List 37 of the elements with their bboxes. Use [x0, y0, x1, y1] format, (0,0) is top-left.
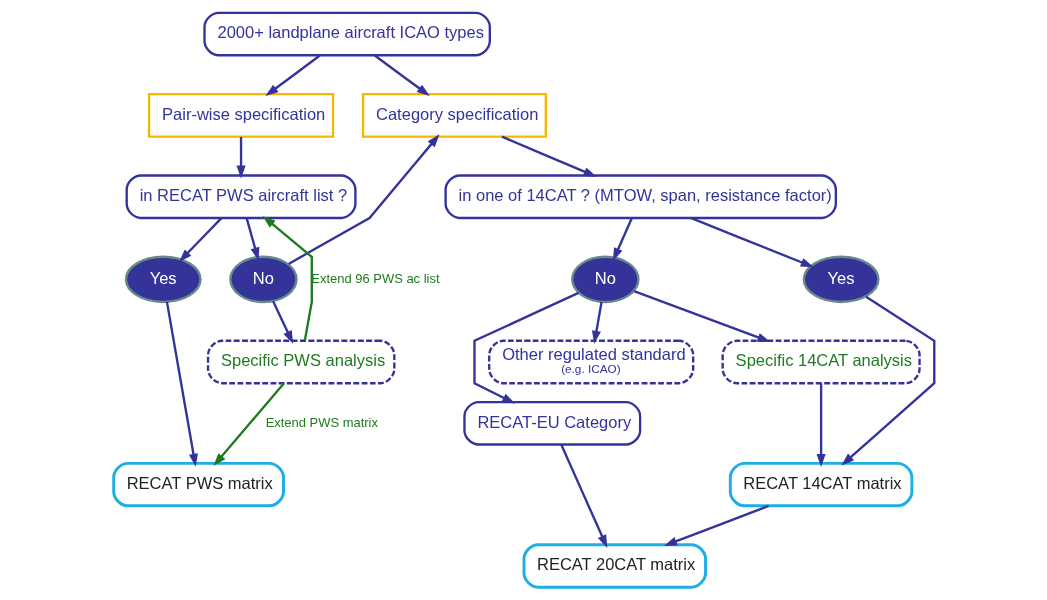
node-ellipse: No [570, 255, 640, 304]
arrow [689, 216, 814, 268]
node-ellipse: No [228, 255, 298, 304]
node-box: RECAT-EU Category [462, 400, 641, 446]
arrow [663, 504, 769, 546]
node-box: RECAT 14CAT matrix [728, 461, 913, 508]
edge-label: Extend PWS matrix [265, 414, 378, 430]
node-box: Specific 14CAT analysis [721, 339, 921, 385]
arrow [262, 215, 313, 341]
arrow [472, 291, 579, 404]
arrow [591, 301, 603, 344]
arrow [816, 383, 826, 467]
arrow [165, 301, 198, 467]
node-ellipse: Yes [802, 255, 880, 304]
arrow [559, 444, 607, 548]
node-box: in RECAT PWS aircraft list ? [125, 174, 357, 220]
node-box: Category specification [361, 92, 547, 138]
arrow [373, 54, 430, 97]
arrow [612, 217, 633, 261]
node-box: Specific PWS analysis [206, 339, 395, 385]
arrow [840, 295, 935, 466]
arrow [245, 217, 259, 261]
arrow [287, 134, 440, 265]
node-ellipse: Yes [124, 255, 202, 304]
arrow [271, 300, 293, 344]
arrow [264, 54, 321, 97]
node-box: RECAT 20CAT matrix [522, 543, 707, 589]
arrow [178, 217, 222, 262]
node-box: Other regulated standard (e.g. ICAO) [487, 339, 694, 385]
node-box: RECAT PWS matrix [111, 461, 285, 508]
node-box: 2000+ landplane aircraft ICAO types [202, 11, 491, 57]
node-box: Pair-wise specification [147, 92, 334, 138]
node-box: in one of 14CAT ? (MTOW, span, resistance factor) [443, 174, 837, 220]
arrow [633, 290, 770, 342]
arrow [500, 135, 597, 177]
arrow [212, 382, 285, 467]
arrow [236, 136, 246, 179]
